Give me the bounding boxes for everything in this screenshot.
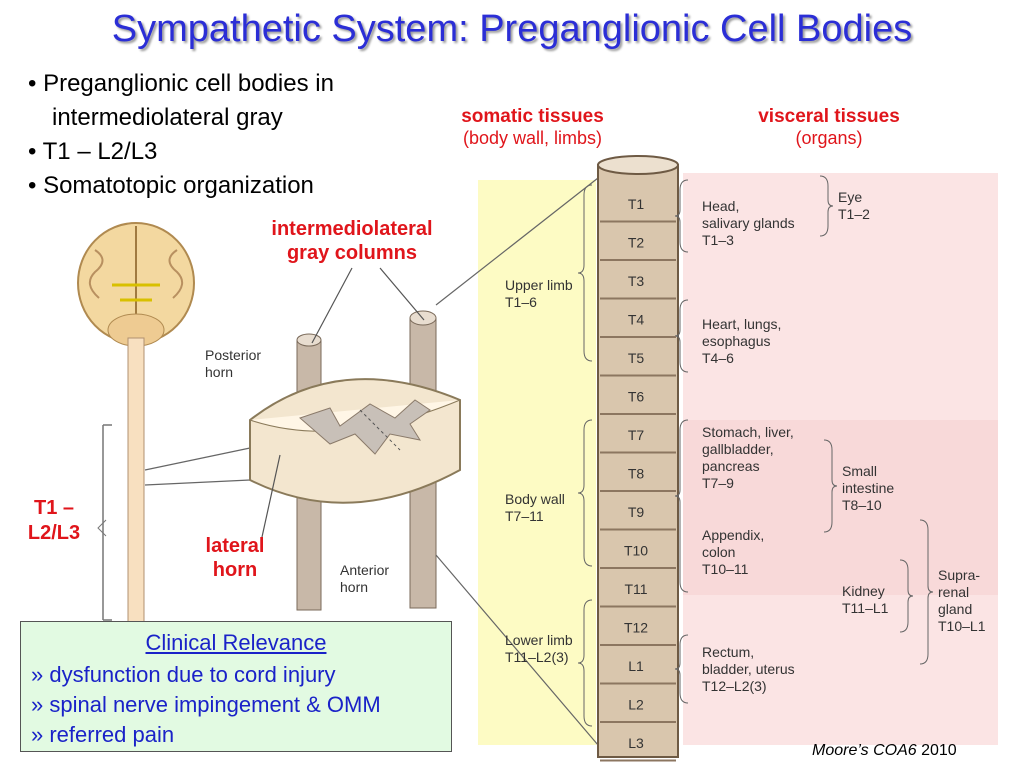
visceral-title: visceral tissues [758,106,900,127]
visceral-panel-mid [683,420,998,595]
vertebra-label: L2 [628,697,644,713]
vertebra-label: T1 [628,196,645,212]
vertebra-label: T7 [628,427,645,443]
clinical-item: » spinal nerve impingement & OMM [31,692,381,717]
clinical-relevance-box: Clinical Relevance » dysfunction due to … [20,621,452,752]
vertebra-label: T12 [624,620,648,636]
figure-credit: Moore’s COA6 2010 [812,742,957,759]
somatic-subtitle: (body wall, limbs) [462,128,603,148]
bullet-preganglionic-cont: intermediolateral gray [52,104,283,131]
vertebra-label: T8 [628,466,645,482]
clinical-item: » referred pain [31,722,175,747]
vertebra-label: T11 [624,581,647,597]
cord-cross-section [249,378,461,504]
bullet-preganglionic: • Preganglionic cell bodies in [28,70,334,97]
vertebra-label: L1 [628,658,644,674]
vertebra-label: T4 [628,312,645,328]
visceral-header: visceral tissues (organs) [730,106,928,149]
clinical-item: » dysfunction due to cord injury [31,662,336,687]
vertebral-column [597,164,679,758]
somatic-panel [478,180,596,745]
bullet-levels: • T1 – L2/L3 [28,138,158,165]
brain-icon [77,222,195,347]
somatic-header: somatic tissues (body wall, limbs) [430,106,635,149]
vertebra-label: T2 [628,235,645,251]
vertebra-label: T3 [628,273,645,289]
visceral-subtitle: (organs) [795,128,863,148]
vertebra-label: T10 [624,543,648,559]
vertebra-label: T5 [628,350,645,366]
vertebra-label: T9 [628,504,645,520]
vertebra-label: T6 [628,389,645,405]
spinal-cord-stem [127,337,145,629]
slide-title: Sympathetic System: Preganglionic Cell B… [111,8,913,50]
bullet-somatotopic: • Somatotopic organization [28,172,314,199]
clinical-heading[interactable]: Clinical Relevance [145,630,327,655]
callout-t1-l2l3: T1 –L2/L3 [27,497,81,544]
somatic-title: somatic tissues [461,106,604,127]
vertebra-label: L3 [628,735,644,751]
